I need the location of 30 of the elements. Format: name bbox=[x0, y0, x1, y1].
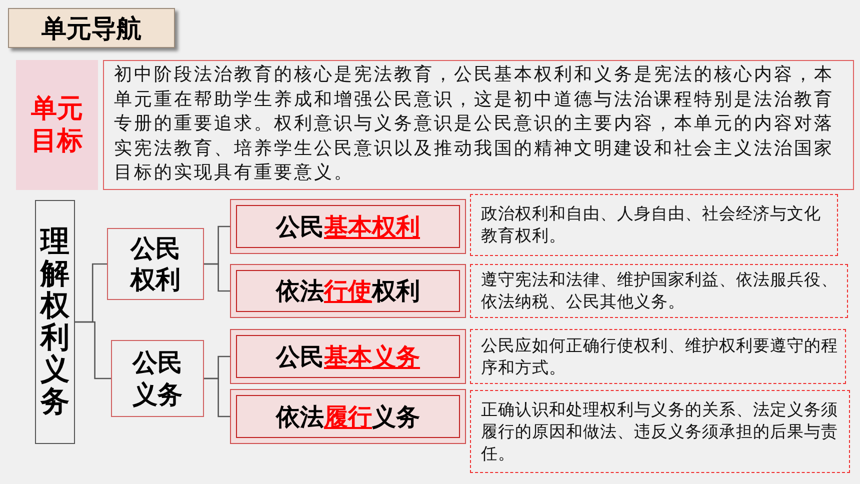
label-text: 单元目标 bbox=[30, 92, 84, 158]
category-text: 公民义务 bbox=[131, 347, 184, 410]
item-text: 依法履行义务 bbox=[276, 402, 420, 432]
note-text: 遵守宪法和法律、维护国家利益、依法服兵役、依法纳税、公民其他义务。 bbox=[481, 269, 839, 313]
category-box bbox=[107, 228, 204, 300]
item-box bbox=[230, 199, 466, 254]
category-box bbox=[111, 340, 204, 417]
item-text: 公民基本权利 bbox=[276, 212, 420, 242]
note-box bbox=[470, 390, 850, 473]
item-text: 依法行使权利 bbox=[276, 276, 420, 307]
item-box bbox=[230, 389, 466, 444]
paragraph-text: 初中阶段法治教育的核心是宪法教育，公民基本权利和义务是宪法的核心内容，本单元重在帮助学生养成和增强公民意识，这是初中道德与法治课程特别是法治教育专册的重要追求。权利意识与义务意识是公民意识的主要内容，本单元的内容对落实宪法教育、培养学生公民意识以及推动我国的精神文明建设和社会主义法治国家目标的实现具有重要意义。 bbox=[114, 63, 835, 185]
heading-box bbox=[8, 8, 175, 48]
note-box bbox=[470, 329, 846, 384]
bracket-connector bbox=[204, 263, 230, 292]
bracket-connector bbox=[204, 378, 230, 418]
bracket-connector bbox=[75, 321, 111, 380]
note-text: 正确认识和处理权利与义务的关系、法定义务须履行的原因和做法、违反义务须承担的后果与责任。 bbox=[481, 398, 839, 464]
topic-box bbox=[35, 200, 75, 444]
note-box bbox=[470, 194, 838, 256]
heading-text: 单元导航 bbox=[42, 12, 142, 44]
label-box bbox=[16, 60, 98, 190]
item-box bbox=[230, 264, 466, 318]
item-box bbox=[230, 329, 466, 384]
note-text: 政治权利和自由、人身自由、社会经济与文化教育权利。 bbox=[481, 203, 822, 247]
note-text: 公民应如何正确行使权利、维护权利要遵守的程序和方式。 bbox=[481, 334, 839, 378]
item-text: 公民基本义务 bbox=[276, 342, 420, 372]
category-text: 公民权利 bbox=[128, 232, 182, 296]
note-box bbox=[470, 264, 848, 318]
topic-text: 理解权利义务 bbox=[40, 226, 70, 418]
